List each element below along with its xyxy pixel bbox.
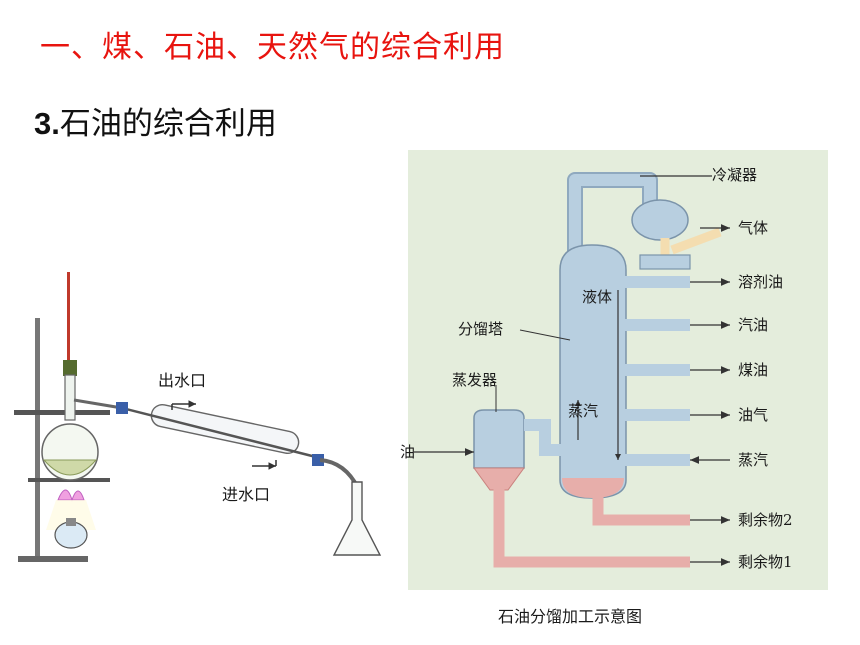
steam-in-label: 蒸汽 (738, 451, 768, 469)
steam-inside-label: 蒸汽 (568, 402, 598, 420)
evaporator (473, 409, 525, 469)
residue2-label: 剩余物2 (738, 511, 793, 529)
gas-label: 气体 (738, 219, 768, 237)
feed-cut-label: 油 (400, 443, 415, 461)
subheading-number: 3. (34, 106, 60, 141)
diagram-caption: 石油分馏加工示意图 (498, 607, 642, 626)
tower-label: 分馏塔 (458, 320, 503, 338)
gasoline-label: 汽油 (738, 316, 768, 334)
evaporator-label: 蒸发器 (452, 371, 497, 389)
fractionating-tower (559, 244, 627, 499)
kerosene-label: 煤油 (738, 361, 768, 379)
condenser-icon (631, 199, 689, 241)
fractionation-diagram: 冷凝器 气体 溶剂油 液体 分馏塔 汽油 蒸发器 煤油 蒸汽 油气 蒸汽 剩余物… (400, 150, 828, 626)
solvent-oil-label: 溶剂油 (738, 273, 783, 291)
slide-subheading: 3.石油的综合利用 (34, 98, 277, 143)
residue1-label: 剩余物1 (738, 553, 793, 571)
lab-distillation-apparatus: 出水口 进水口 (14, 272, 382, 562)
water-inlet-label: 进水口 (222, 485, 270, 504)
liquid-label: 液体 (582, 288, 612, 306)
water-outlet-label: 出水口 (158, 371, 206, 390)
oil-gas-label: 油气 (738, 406, 768, 424)
slide-heading: 一、煤、石油、天然气的综合利用 (40, 30, 505, 65)
condenser-label: 冷凝器 (712, 166, 757, 184)
subheading-text: 石油的综合利用 (59, 106, 277, 142)
